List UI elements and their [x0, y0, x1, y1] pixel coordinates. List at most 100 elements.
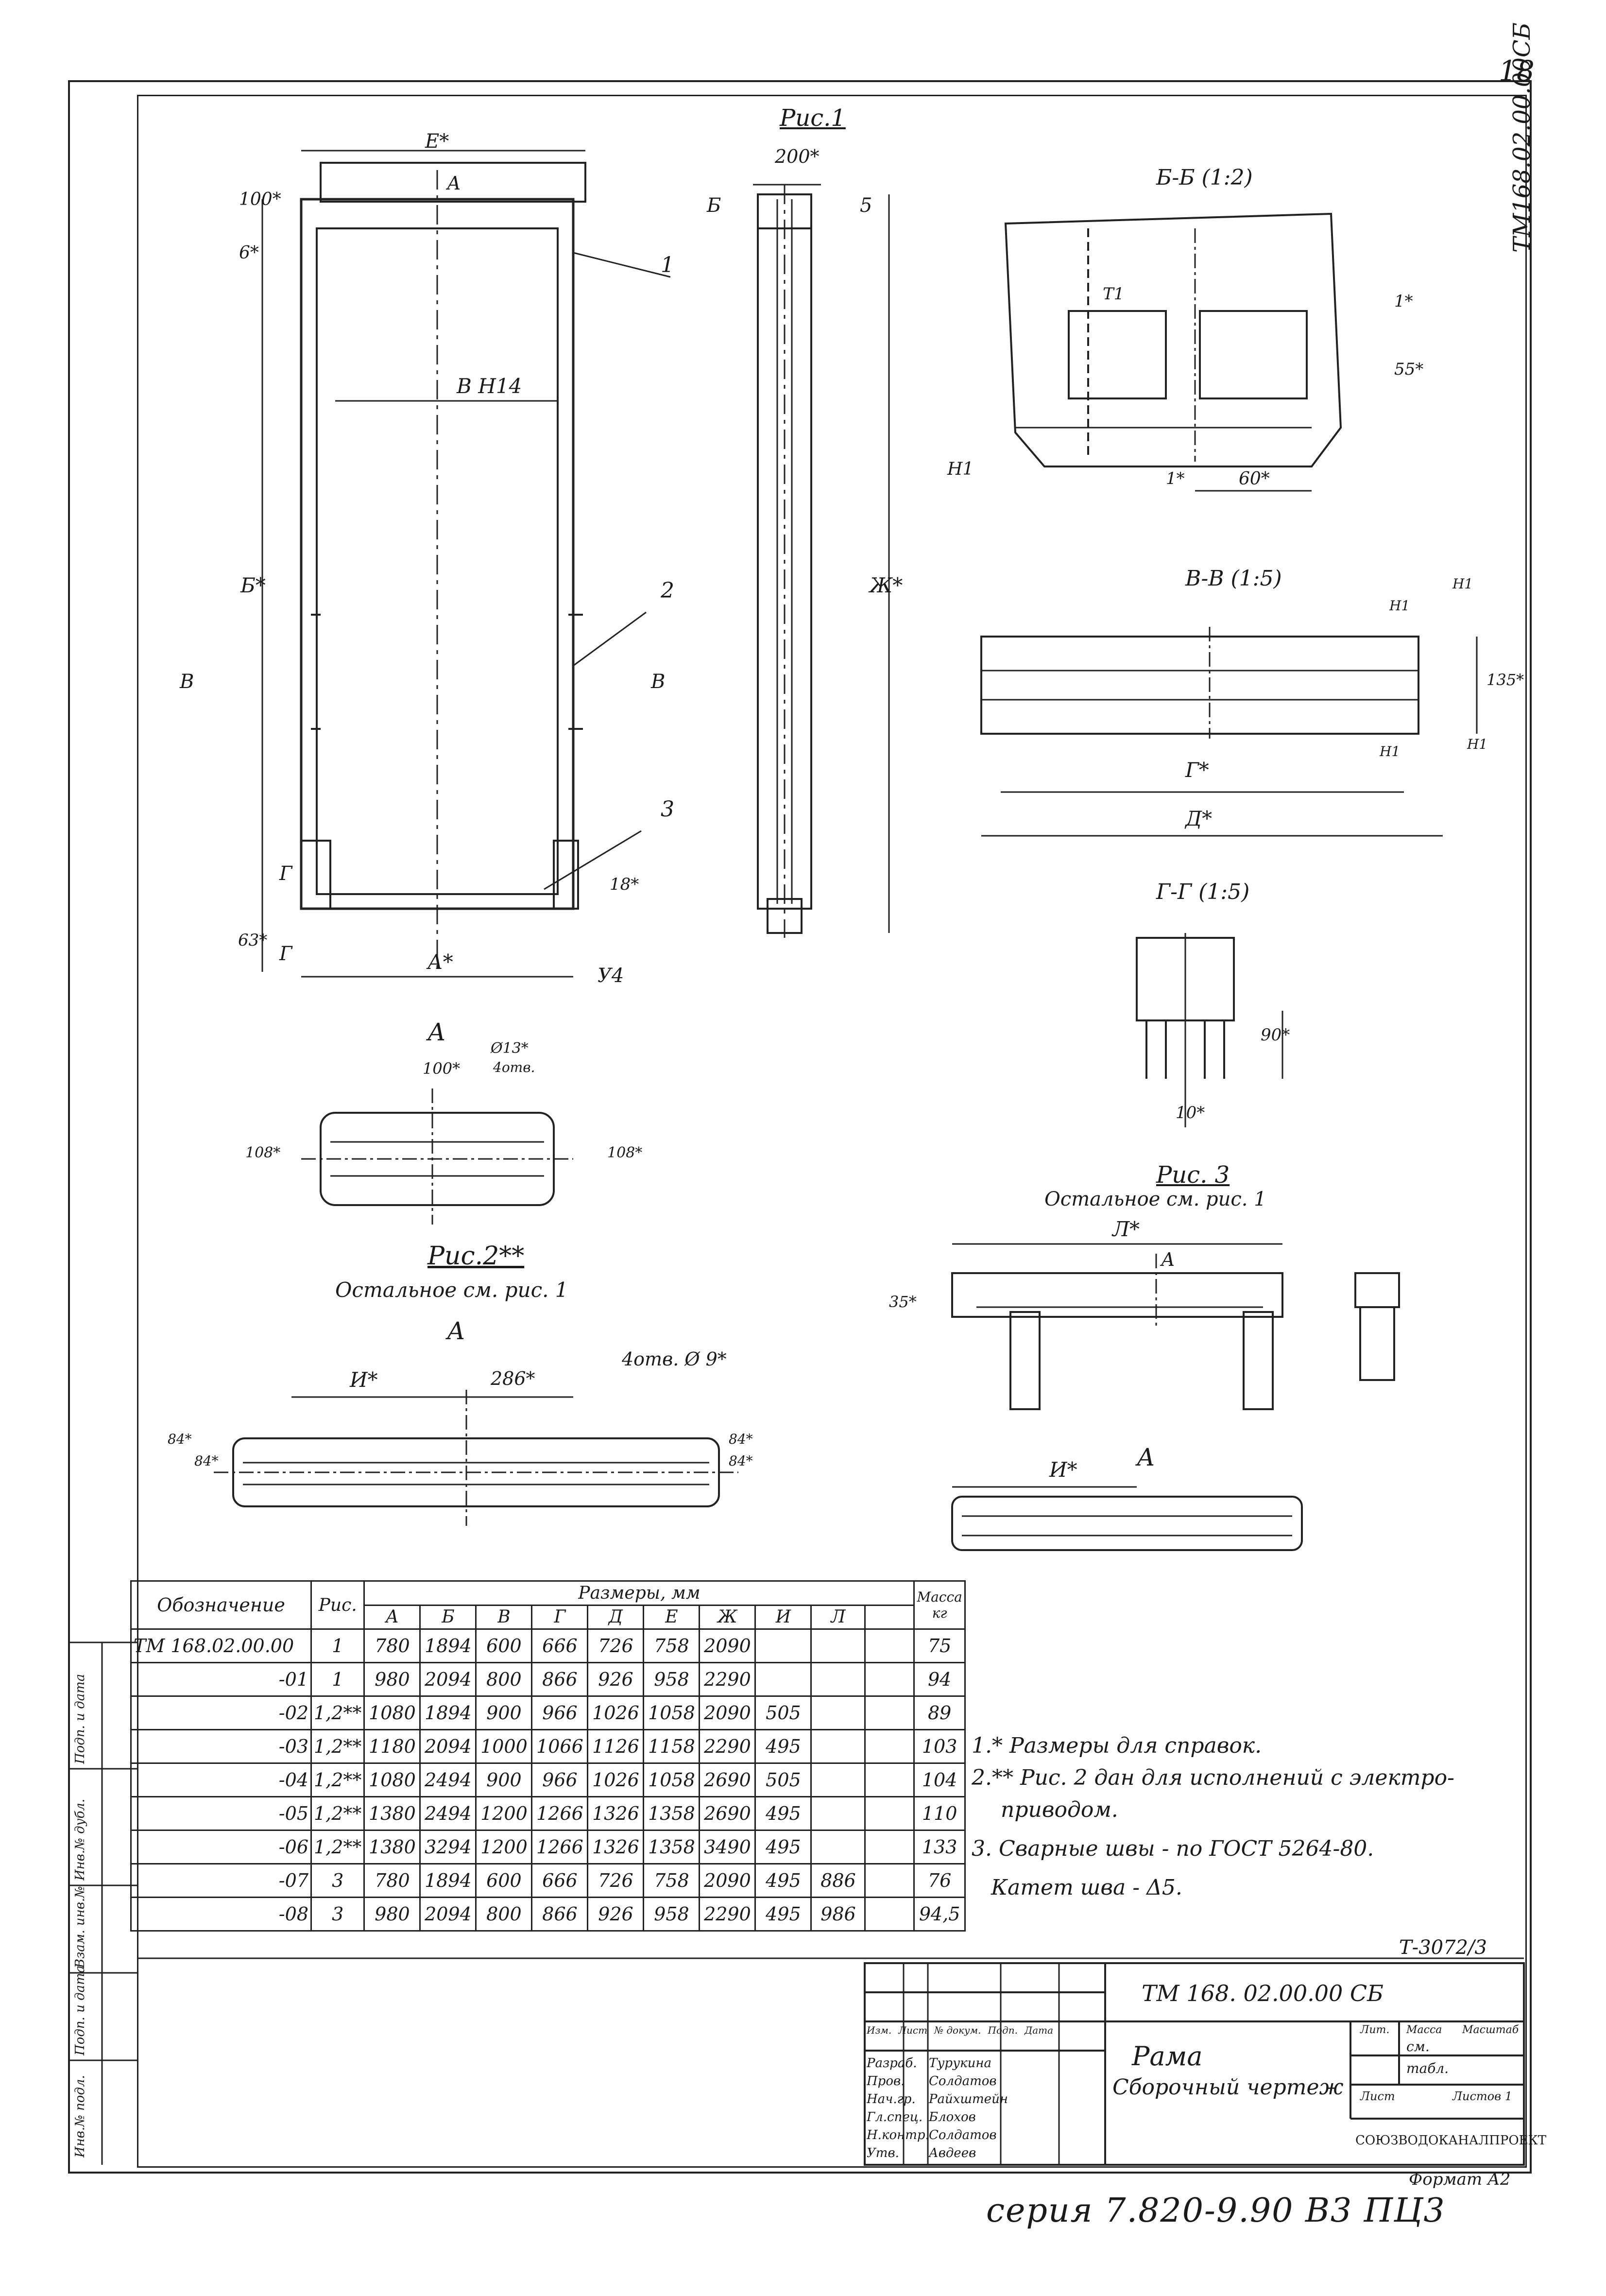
table-cell: [810, 1830, 866, 1864]
fig2-view-a: [214, 1390, 738, 1526]
tb-person-row: Разраб.Турукина: [867, 2054, 1008, 2072]
vv-dim-135: 135*: [1486, 671, 1524, 689]
note-2-cont: приводом.: [1001, 1797, 1118, 1822]
table-cell: -02: [130, 1695, 312, 1730]
dim-b-star: Б*: [240, 573, 266, 597]
tb-person-role: Н.контр.: [867, 2128, 929, 2142]
table-cell-spare: [864, 1628, 915, 1663]
tb-person-role: Пров.: [867, 2074, 905, 2089]
dim-e: Е*: [425, 130, 449, 153]
table-cell: 505: [754, 1762, 812, 1797]
tb-org: СОЮЗВОДОКАНАЛПРОЕКТ: [1355, 2133, 1547, 2148]
col-size: Ж: [699, 1604, 756, 1630]
table-cell-spare: [864, 1762, 915, 1797]
table-cell: 1894: [419, 1863, 477, 1898]
view-a-dim-108b: 108*: [607, 1144, 643, 1161]
view-a-holes: Ø13*: [491, 1040, 529, 1057]
table-cell: 866: [531, 1662, 589, 1697]
fig2-dim-84b: 84*: [194, 1453, 219, 1469]
section-b-label: Б: [707, 194, 721, 217]
tb-role-header: Подп.: [988, 2024, 1018, 2036]
table-cell: 1358: [643, 1830, 700, 1864]
table-cell: 2090: [699, 1695, 756, 1730]
table-cell: ТМ 168.02.00.00: [130, 1628, 312, 1663]
bb-dim-1a: 1*: [1394, 292, 1413, 311]
tb-sheet: Лист: [1360, 2089, 1395, 2103]
table-cell: 2094: [419, 1897, 477, 1932]
col-size: В: [475, 1604, 533, 1630]
tb-hdr-mass: Масса: [1406, 2024, 1442, 2036]
table-cell: 1000: [475, 1729, 533, 1764]
fig3-view: А: [1137, 1443, 1155, 1471]
section-vv-title: В-В (1:5): [1185, 566, 1282, 591]
tb-name-2: Сборочный чертеж: [1112, 2075, 1344, 2100]
table-cell: 1180: [363, 1729, 421, 1764]
table-cell: 1200: [475, 1796, 533, 1831]
table-cell-spare: [864, 1695, 915, 1730]
table-cell: 2290: [699, 1729, 756, 1764]
table-cell: 758: [643, 1628, 700, 1663]
fig2-dim-i: И*: [350, 1368, 378, 1392]
section-gg: [1136, 933, 1283, 1127]
table-cell: -04: [130, 1762, 312, 1797]
view-a-holes-count: 4отв.: [493, 1059, 535, 1075]
table-cell: [810, 1695, 866, 1730]
table-cell: 94: [913, 1662, 966, 1697]
table-cell: 1126: [587, 1729, 645, 1764]
table-cell: 133: [913, 1830, 966, 1864]
fig2-dim-84a: 84*: [168, 1431, 192, 1447]
fig1-side-view: [753, 184, 890, 938]
table-cell: 495: [754, 1830, 812, 1864]
table-cell-spare: [864, 1830, 915, 1864]
table-cell: 986: [810, 1897, 866, 1932]
table-cell: -06: [130, 1830, 312, 1864]
table-cell: 726: [587, 1628, 645, 1663]
col-size: Е: [643, 1604, 700, 1630]
table-cell: 1266: [531, 1796, 589, 1831]
col-designation: Обозначение: [130, 1580, 312, 1630]
table-cell: 2690: [699, 1762, 756, 1797]
table-cell: 600: [475, 1628, 533, 1663]
view-a-top: [301, 1088, 573, 1225]
table-cell: 2090: [699, 1628, 756, 1663]
note-2: 2.** Рис. 2 дан для исполнений с электро…: [972, 1765, 1454, 1790]
table-cell: [810, 1662, 866, 1697]
table-cell: 2290: [699, 1897, 756, 1932]
table-cell: 1066: [531, 1729, 589, 1764]
vv-n1c: Н1: [1380, 743, 1401, 760]
margin-label: Инв.№ подл.: [73, 2075, 87, 2158]
table-cell: 980: [363, 1662, 421, 1697]
table-cell: 666: [531, 1863, 589, 1898]
tb-mass-val: см.: [1406, 2038, 1430, 2054]
table-cell: 866: [531, 1897, 589, 1932]
table-cell: 2690: [699, 1796, 756, 1831]
table-cell: 966: [531, 1762, 589, 1797]
vv-dim-g: Г*: [1185, 758, 1209, 782]
note-1: 1.* Размеры для справок.: [972, 1733, 1262, 1758]
table-cell: 1158: [643, 1729, 700, 1764]
bb-dim-55: 55*: [1394, 360, 1424, 379]
sheet-frame: [68, 80, 1532, 2174]
table-cell: 726: [587, 1863, 645, 1898]
tb-format: Формат А2: [1409, 2170, 1511, 2189]
section-vv: [980, 627, 1478, 837]
table-cell: 103: [913, 1729, 966, 1764]
table-cell: 758: [643, 1863, 700, 1898]
table-cell: -05: [130, 1796, 312, 1831]
table-cell: [810, 1762, 866, 1797]
margin-label: Инв.№ дубл.: [73, 1798, 87, 1881]
table-cell: 1,2**: [310, 1762, 365, 1797]
table-cell: 1026: [587, 1762, 645, 1797]
table-cell: 900: [475, 1695, 533, 1730]
fig2-title: Рис.2**: [427, 1242, 525, 1271]
section-bb: [1004, 212, 1342, 492]
archive-number: Т-3072/3: [1399, 1936, 1487, 1959]
table-cell: -01: [130, 1662, 312, 1697]
tb-hdr-scale: Масштаб: [1462, 2024, 1519, 2036]
table-cell: 1: [310, 1628, 365, 1663]
